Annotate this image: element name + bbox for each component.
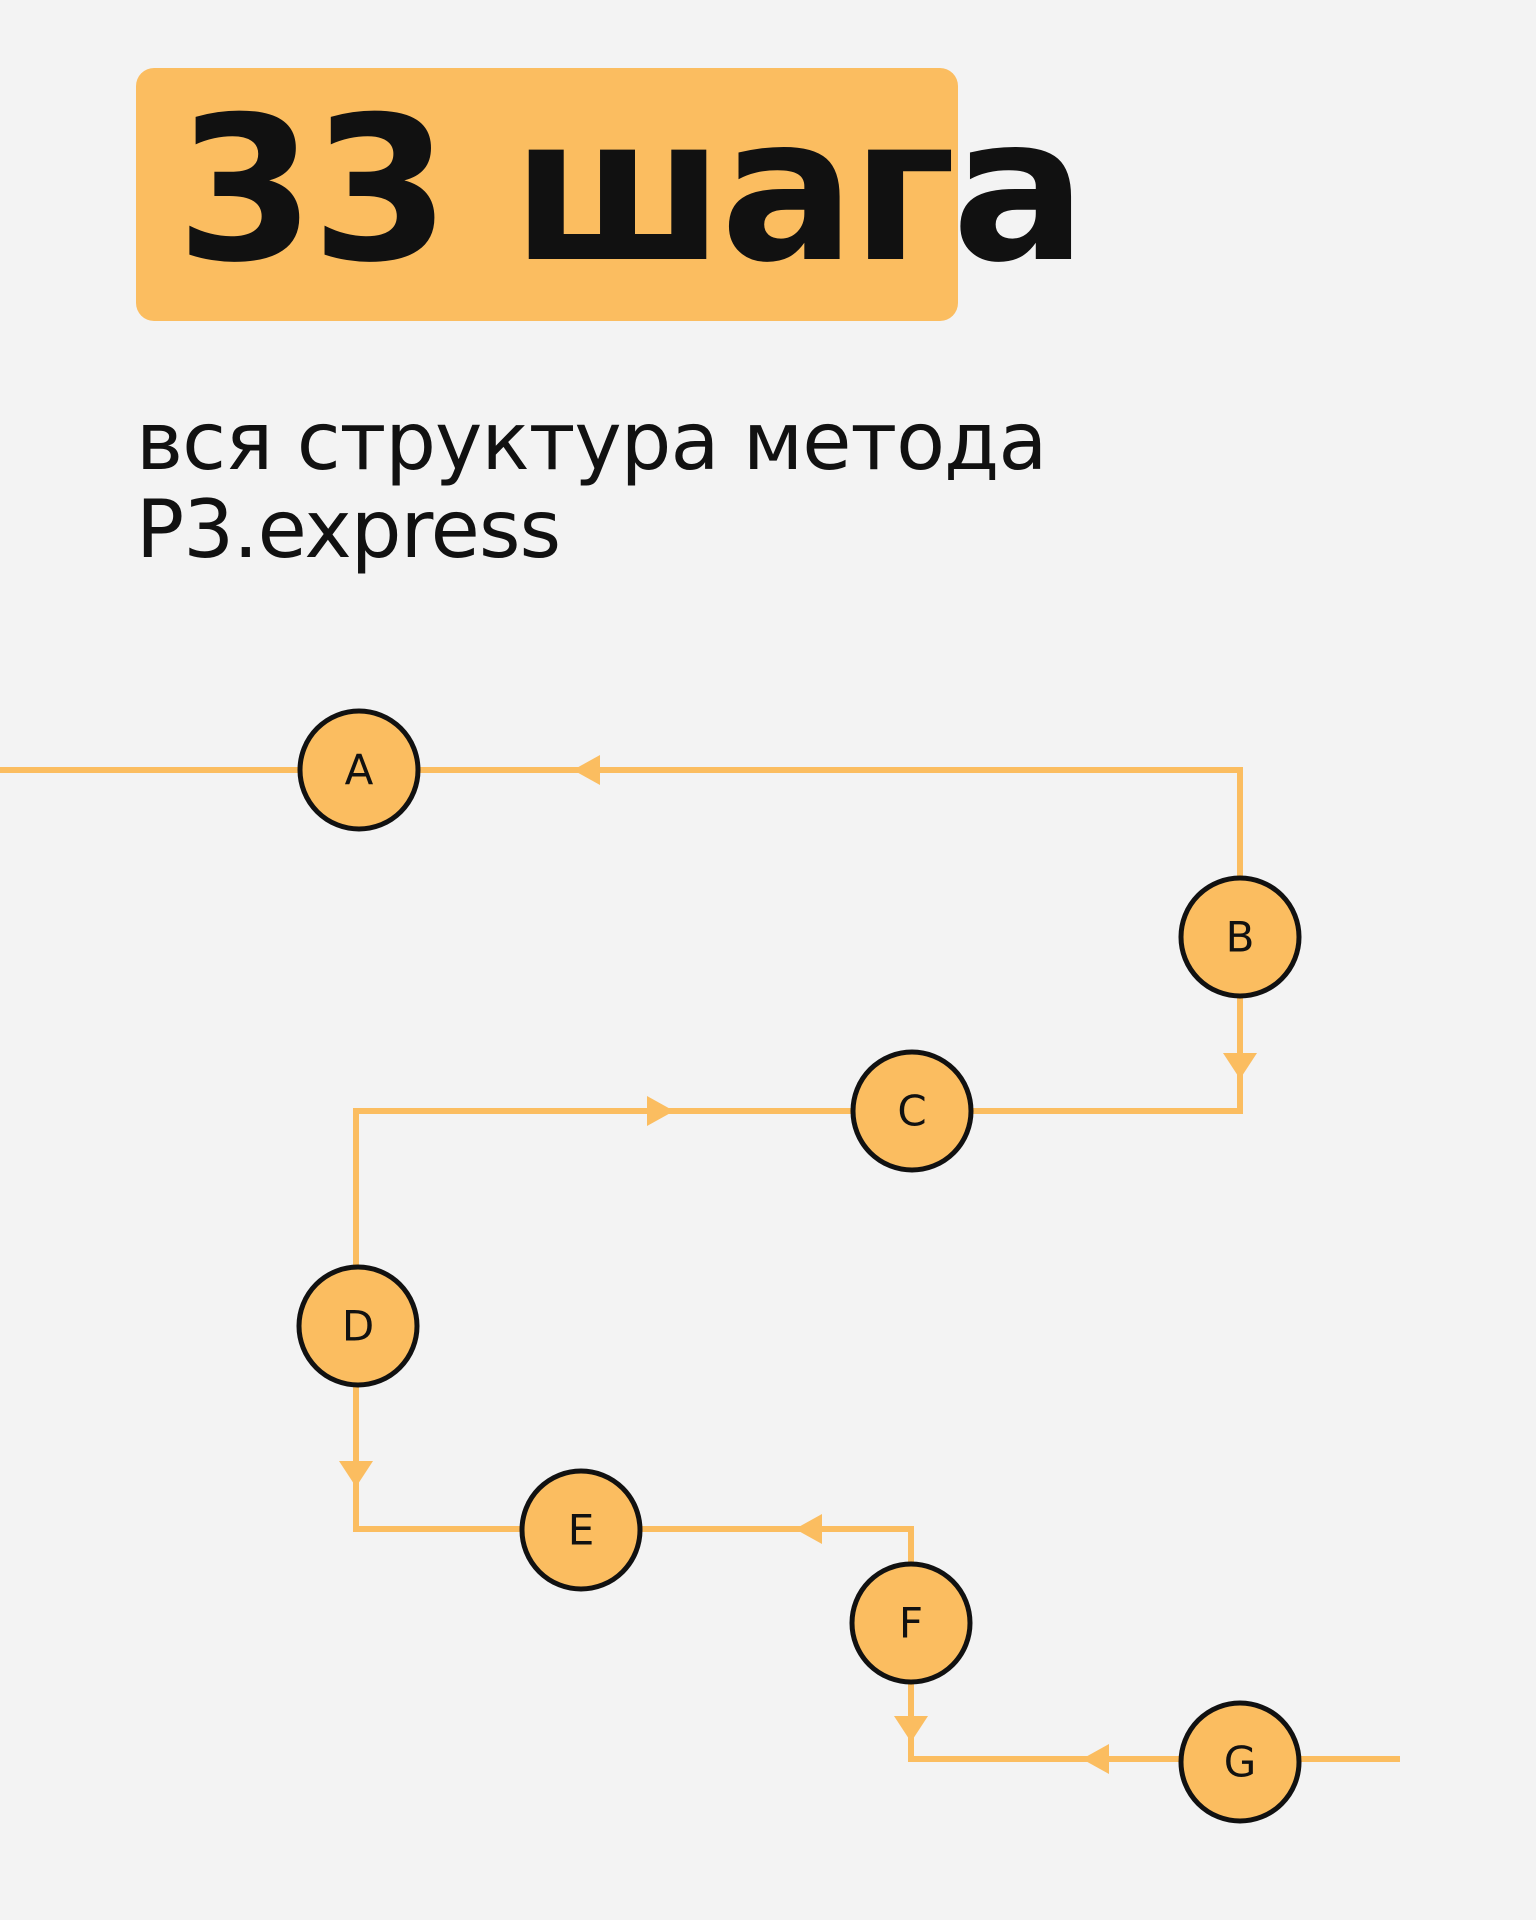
edge-e-f (641, 1526, 914, 1564)
edge-b-c (972, 996, 1243, 1114)
node-g-label: G (1224, 1738, 1257, 1787)
arrow-right-3 (1082, 1744, 1109, 1774)
node-f: F (849, 1561, 973, 1685)
subtitle-line-2: P3.express (136, 483, 561, 576)
node-d: D (296, 1264, 420, 1388)
node-d-label: D (342, 1302, 374, 1351)
arrowheads (339, 755, 1257, 1774)
node-c: C (850, 1049, 974, 1173)
flow-lines (0, 767, 1400, 1762)
subtitle-line-1: вся структура метода (136, 395, 1047, 488)
title-badge: 33 шага (136, 68, 1087, 321)
arrow-right-1 (573, 755, 600, 785)
node-a-label: A (345, 746, 374, 795)
arrow-left-1 (647, 1096, 674, 1126)
edge-f-g (908, 1682, 1181, 1762)
arrow-down-1 (1223, 1053, 1257, 1079)
edge-a-b (418, 767, 1243, 878)
node-b-label: B (1226, 913, 1255, 962)
arrow-right-2 (795, 1514, 822, 1544)
node-g: G (1178, 1700, 1302, 1824)
edge-d-e (353, 1385, 521, 1532)
node-c-label: C (897, 1087, 926, 1136)
node-e: E (519, 1468, 643, 1592)
arrow-down-3 (894, 1716, 928, 1742)
node-e-label: E (568, 1506, 595, 1555)
node-f-label: F (899, 1599, 923, 1648)
node-b: B (1178, 875, 1302, 999)
edge-c-d (353, 1108, 852, 1267)
arrow-down-2 (339, 1461, 373, 1487)
node-a: A (297, 708, 421, 832)
page-title: 33 шага (176, 73, 1087, 307)
subtitle: вся структура метода P3.express (136, 398, 1336, 574)
